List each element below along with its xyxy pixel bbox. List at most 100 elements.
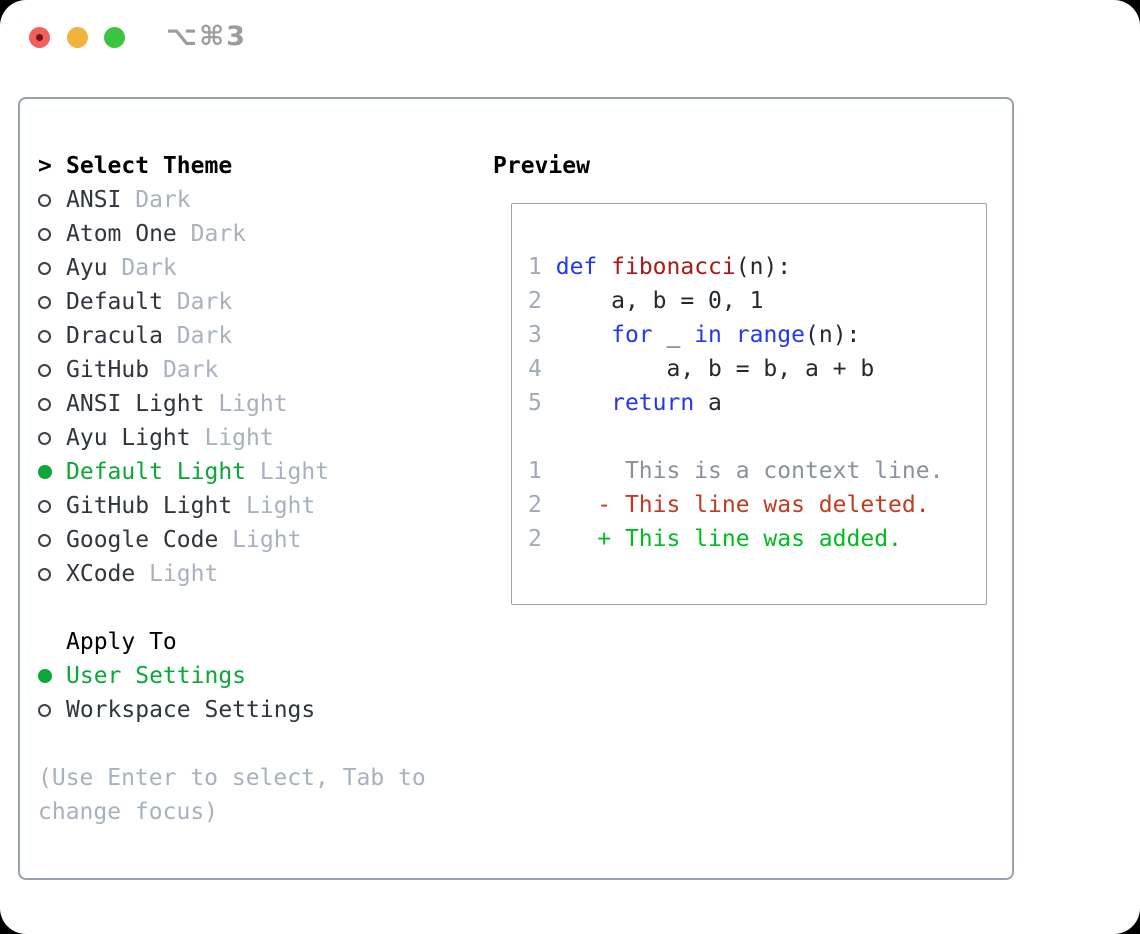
theme-option-xcode[interactable]: XCode Light — [38, 557, 329, 591]
option-label: Workspace Settings — [66, 697, 316, 723]
code-segment: (n): — [735, 254, 792, 280]
radio-icon — [38, 319, 66, 353]
radio-icon — [38, 183, 66, 217]
variant-label: Dark — [121, 187, 191, 213]
code-segment: 2 — [528, 526, 542, 552]
code-segment: This is a context line. — [541, 458, 944, 484]
code-segment: for — [611, 322, 653, 348]
radio-icon — [38, 523, 66, 557]
help-line: (Use Enter to select, Tab to — [38, 765, 426, 791]
variant-label: Light — [232, 493, 316, 519]
code-segment: a, b = b, a + b — [541, 356, 875, 382]
code-segment: 2 — [528, 288, 542, 314]
select-theme-header: > Select Theme — [38, 149, 329, 183]
code-line: 2 - This line was deleted. — [528, 488, 982, 522]
radio-selected-icon — [38, 659, 66, 693]
apply-to-label: Apply To — [66, 629, 177, 655]
radio-icon — [38, 421, 66, 455]
code-segment: + This line was added. — [541, 526, 902, 552]
select-theme-label: Select Theme — [66, 153, 233, 179]
close-button[interactable] — [29, 27, 50, 48]
code-line: 2 a, b = 0, 1 — [528, 284, 982, 318]
option-label: Ayu — [66, 255, 108, 281]
code-line: 1 def fibonacci(n): — [528, 250, 982, 284]
code-line: 2 + This line was added. — [528, 522, 982, 556]
variant-label: Light — [246, 459, 330, 485]
code-segment: 5 — [528, 390, 542, 416]
minimize-button[interactable] — [67, 27, 88, 48]
preview-label: Preview — [493, 153, 590, 179]
radio-selected-icon — [38, 455, 66, 489]
variant-label: Dark — [107, 255, 177, 281]
option-label: Atom One — [66, 221, 177, 247]
focus-arrow-icon: > — [38, 153, 52, 179]
option-label: Default — [66, 289, 163, 315]
option-label: ANSI Light — [66, 391, 205, 417]
code-segment: (n): — [805, 322, 861, 348]
option-label: XCode — [66, 561, 136, 587]
variant-label: Dark — [162, 323, 233, 349]
code-segment: fibonacci — [611, 254, 736, 280]
option-label: ANSI — [66, 187, 122, 213]
option-label: GitHub Light — [66, 493, 233, 519]
code-segment: 2 — [528, 492, 542, 518]
theme-option-github[interactable]: GitHub Dark — [38, 353, 329, 387]
variant-label: Light — [204, 391, 288, 417]
theme-option-default-light[interactable]: Default Light Light — [38, 455, 329, 489]
theme-option-default[interactable]: Default Dark — [38, 285, 329, 319]
theme-option-ayu-light[interactable]: Ayu Light Light — [38, 421, 329, 455]
code-segment: return — [611, 390, 695, 416]
code-line: 4 a, b = b, a + b — [528, 352, 982, 386]
code-segment: in — [694, 322, 722, 348]
code-line: 5 return a — [528, 386, 982, 420]
option-label: Google Code — [66, 527, 219, 553]
code-segment: def — [555, 254, 598, 280]
radio-icon — [38, 489, 66, 523]
titlebar: ⌥⌘3 — [0, 0, 1140, 74]
code-segment — [597, 254, 611, 280]
theme-option-atom-one[interactable]: Atom One Dark — [38, 217, 329, 251]
radio-icon — [38, 387, 66, 421]
theme-option-ayu[interactable]: Ayu Dark — [38, 251, 329, 285]
apply-option-workspace-settings[interactable]: Workspace Settings — [38, 693, 315, 727]
code-segment — [722, 322, 736, 348]
option-label: Ayu Light — [66, 425, 191, 451]
radio-icon — [38, 217, 66, 251]
variant-label: Dark — [176, 221, 247, 247]
help-line: change focus) — [38, 799, 219, 825]
variant-label: Light — [135, 561, 219, 587]
radio-icon — [38, 353, 66, 387]
theme-option-ansi-light[interactable]: ANSI Light Light — [38, 387, 329, 421]
theme-option-github-light[interactable]: GitHub Light Light — [38, 489, 329, 523]
option-label: Default Light — [66, 459, 247, 485]
window-title-shortcut: ⌥⌘3 — [166, 21, 247, 52]
radio-icon — [38, 251, 66, 285]
zoom-button[interactable] — [104, 27, 125, 48]
apply-option-user-settings[interactable]: User Settings — [38, 659, 315, 693]
code-line: 1 This is a context line. — [528, 454, 982, 488]
theme-option-google-code[interactable]: Google Code Light — [38, 523, 329, 557]
code-segment — [542, 254, 556, 280]
variant-label: Light — [190, 425, 274, 451]
theme-option-dracula[interactable]: Dracula Dark — [38, 319, 329, 353]
code-segment: 1 — [528, 254, 542, 280]
code-segment: a — [694, 390, 722, 416]
help-text: (Use Enter to select, Tab to change focus… — [38, 761, 426, 829]
code-segment — [542, 322, 611, 348]
variant-label: Light — [218, 527, 302, 553]
code-segment — [542, 390, 611, 416]
radio-icon — [38, 285, 66, 319]
theme-option-ansi[interactable]: ANSI Dark — [38, 183, 329, 217]
option-label: User Settings — [66, 663, 247, 689]
code-segment: range — [735, 322, 806, 348]
option-label: Dracula — [66, 323, 163, 349]
apply-to-header: Apply To — [38, 625, 315, 659]
radio-icon — [38, 693, 66, 727]
option-label: GitHub — [66, 357, 150, 383]
code-segment: _ — [652, 322, 695, 348]
